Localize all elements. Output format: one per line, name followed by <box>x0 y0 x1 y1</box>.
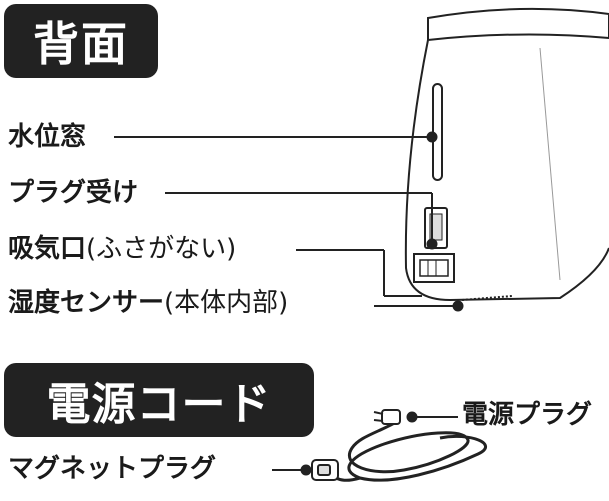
label-air-inlet: 吸気口(ふさがない) <box>8 236 236 262</box>
water-level-window <box>432 83 443 181</box>
humidifier-body-outline <box>404 39 609 302</box>
label-water-window: 水位窓 <box>8 122 87 152</box>
label-humidity-sensor-main: 湿度センサー <box>8 288 165 318</box>
humidifier-top-lid <box>427 7 609 42</box>
label-air-inlet-note: (ふさがない) <box>86 234 237 264</box>
humidifier-back-illustration <box>404 7 609 302</box>
label-air-inlet-main: 吸気口 <box>8 234 87 264</box>
sensor-vent <box>461 295 513 301</box>
section-title-power-cord: 電源コード <box>4 363 314 437</box>
label-plug-socket: プラグ受け <box>8 178 139 208</box>
magnet-plug-icon <box>311 459 339 481</box>
power-plug-icon <box>373 409 401 425</box>
section-title-back: 背面 <box>4 4 158 78</box>
label-humidity-sensor: 湿度センサー(本体内部) <box>8 290 288 316</box>
label-power-plug: 電源プラグ <box>462 400 593 430</box>
label-humidity-sensor-note: (本体内部) <box>164 288 289 318</box>
label-magnet-plug: マグネットプラグ <box>8 454 217 484</box>
power-cord-illustration <box>311 409 487 482</box>
cord-coil <box>347 418 487 482</box>
leader-lines <box>114 131 464 476</box>
